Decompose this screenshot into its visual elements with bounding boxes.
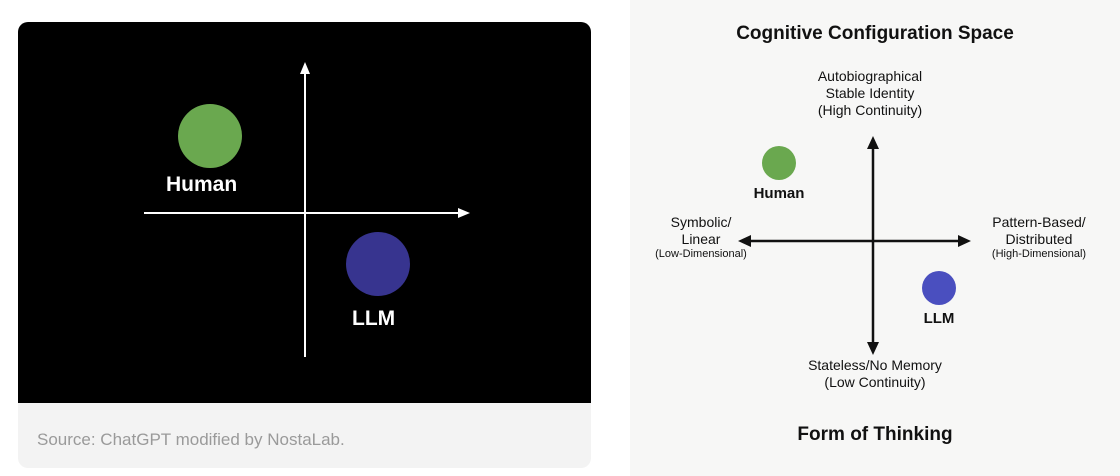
left-vertical-arrowhead: [300, 62, 310, 74]
left-llm-label: LLM: [352, 307, 396, 330]
image-caption: Source: ChatGPT modified by NostaLab.: [37, 430, 345, 449]
top-label-line: Autobiographical: [817, 68, 923, 84]
left-label-line: Symbolic/: [670, 214, 732, 230]
left-axis-label: Symbolic/ Linear (Low-Dimensional): [630, 214, 772, 261]
top-label-line: Stable Identity: [825, 84, 915, 101]
right-left-arrowhead: [738, 235, 751, 247]
right-label-line: (High-Dimensional): [991, 247, 1087, 260]
diagram-footer: Form of Thinking: [797, 424, 953, 445]
diagram-title: Cognitive Configuration Space: [736, 23, 1014, 44]
right-human-label: Human: [753, 185, 805, 202]
left-llm-circle: [346, 232, 410, 296]
right-llm-circle: [922, 271, 956, 305]
right-llm-label: LLM: [923, 310, 955, 327]
left-diagram: Human LLM: [18, 22, 591, 403]
left-label-line: Linear: [681, 230, 721, 247]
right-human-circle: [762, 146, 796, 180]
right-right-arrowhead: [958, 235, 971, 247]
top-axis-label: Autobiographical Stable Identity (High C…: [770, 68, 970, 118]
right-down-arrowhead: [867, 342, 879, 355]
right-axis-label: Pattern-Based/ Distributed (High-Dimensi…: [958, 214, 1120, 261]
right-figure: Cognitive Configuration Space Autobiogra…: [630, 0, 1120, 476]
right-diagram-svg: [738, 136, 971, 355]
left-label-line: (Low-Dimensional): [655, 247, 747, 260]
bottom-label-line: Stateless/No Memory: [808, 357, 942, 373]
left-diagram-svg: [144, 62, 470, 357]
right-up-arrowhead: [867, 136, 879, 149]
left-figure-card: Human LLM Source: ChatGPT modified by No…: [18, 22, 591, 468]
bottom-axis-label: Stateless/No Memory (Low Continuity): [770, 357, 980, 391]
bottom-label-line: (Low Continuity): [824, 373, 926, 390]
top-label-line: (High Continuity): [817, 101, 923, 118]
right-label-line: Pattern-Based/: [992, 214, 1086, 230]
left-human-label: Human: [166, 173, 238, 196]
left-human-circle: [178, 104, 242, 168]
left-horizontal-arrowhead: [458, 208, 470, 218]
right-label-line: Distributed: [1005, 230, 1073, 247]
